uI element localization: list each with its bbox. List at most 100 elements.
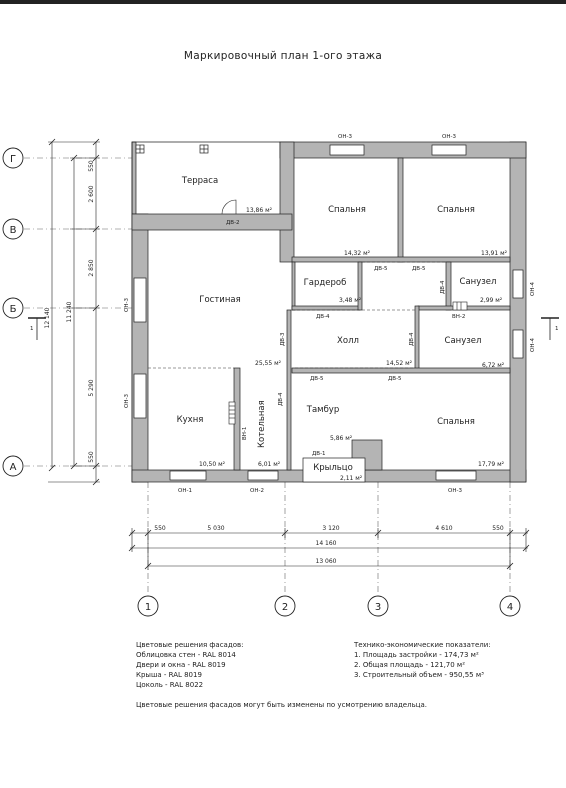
tag-on3-3: ОН-3: [124, 298, 130, 312]
tag-dv5-4: ДВ-5: [388, 376, 402, 382]
dim-bottom-seg-5: 550: [492, 525, 504, 532]
room-terrace-area: 13,86 м²: [246, 207, 273, 214]
tag-on3-1: ОН-3: [338, 134, 352, 140]
dim-left-seg-4: 5 290: [88, 379, 95, 396]
room-bedroom-ne-name: Спальня: [437, 205, 475, 215]
room-bath2-name: Санузел: [445, 336, 482, 346]
tag-dv5-2: ДВ-5: [412, 266, 426, 272]
dim-left-seg-3: 2 850: [88, 259, 95, 276]
dim-bottom-seg-1: 550: [154, 525, 166, 532]
facade-title: Цветовые решения фасадов:: [136, 641, 244, 649]
bath-vent: [452, 301, 468, 311]
tag-dv4-4: ДВ-4: [278, 392, 284, 406]
tech-indicators: Технико-экономические показатели: 1. Пло…: [354, 640, 554, 680]
axis-col-2: 2: [274, 595, 296, 617]
axis-row-b: Б: [2, 297, 24, 319]
boiler-radiator: [228, 401, 236, 425]
room-hall-name: Холл: [337, 336, 359, 346]
tag-on4-2: ОН-4: [530, 338, 536, 352]
room-bedroom-nw-area: 14,32 м²: [344, 250, 371, 257]
porch-slab: [302, 457, 366, 483]
section-mark-left-label: 1: [30, 326, 34, 332]
tag-dv4-2: ДВ-4: [440, 280, 446, 294]
dim-bottom-total-outer: 14 160: [316, 540, 337, 547]
room-bedroom-se-name: Спальня: [437, 417, 475, 427]
axis-row-a: А: [2, 455, 24, 477]
tag-dv5-3: ДВ-5: [310, 376, 324, 382]
facade-note: Цветовые решения фасадов могут быть изме…: [136, 701, 427, 709]
section-mark-right-label: 1: [555, 326, 559, 332]
tag-dv4-3: ДВ-4: [409, 332, 415, 346]
svg-text:3: 3: [375, 602, 381, 613]
axis-col-1: 1: [137, 595, 159, 617]
svg-text:Б: Б: [10, 304, 17, 315]
facade-item: Двери и окна - RAL 8019: [136, 661, 226, 669]
facade-item: Цоколь - RAL 8022: [136, 681, 204, 689]
windows: [133, 144, 524, 481]
tep-item: 2. Общая площадь - 121,70 м²: [354, 661, 466, 669]
section-mark-right: [541, 317, 559, 340]
room-vestibule-name: Тамбур: [306, 405, 339, 415]
tag-dv4-1: ДВ-4: [316, 314, 330, 320]
dim-bottom-total-inner: 13 060: [316, 558, 337, 565]
svg-text:2: 2: [282, 602, 288, 613]
axis-row-v: В: [2, 218, 24, 240]
tag-dv1: ДВ-1: [312, 451, 326, 457]
top-border: [0, 0, 566, 4]
tep-item: 1. Площадь застройки - 174,73 м²: [354, 651, 479, 659]
section-mark-left: [28, 317, 46, 340]
facade-colors: Цветовые решения фасадов: Облицовка стен…: [136, 640, 356, 690]
dim-bottom-seg-4: 4 610: [435, 525, 452, 532]
dim-left-outer: 12 140: [44, 307, 51, 328]
axis-col-3: 3: [367, 595, 389, 617]
room-bedroom-se-area: 17,79 м²: [478, 461, 505, 468]
facade-item: Облицовка стен - RAL 8014: [136, 651, 236, 659]
room-hall-area: 14,52 м²: [386, 360, 413, 367]
room-porch-area: 2,11 м²: [340, 475, 363, 482]
tag-on1: ОН-1: [178, 488, 192, 494]
room-bath1-name: Санузел: [460, 277, 497, 287]
tag-vn2: ВН-2: [452, 314, 465, 320]
room-bedroom-nw-name: Спальня: [328, 205, 366, 215]
tag-on4-1: ОН-4: [530, 282, 536, 296]
room-kitchen-name: Кухня: [177, 415, 204, 425]
svg-text:4: 4: [507, 602, 513, 613]
room-terrace-name: Терраса: [181, 176, 218, 186]
plan-title: Маркировочный план 1-ого этажа: [183, 50, 383, 62]
room-vestibule-area: 5,86 м²: [330, 435, 353, 442]
tep-title: Технико-экономические показатели:: [354, 641, 491, 649]
room-living-name: Гостиная: [199, 295, 240, 305]
room-kitchen-area: 10,50 м²: [199, 461, 226, 468]
tag-on3-5: ОН-3: [448, 488, 462, 494]
room-wardrobe-area: 3,48 м²: [339, 297, 362, 304]
tag-vn1: ВН-1: [242, 427, 248, 440]
axis-col-4: 4: [499, 595, 521, 617]
tag-on3-4: ОН-3: [124, 394, 130, 408]
svg-text:В: В: [10, 225, 17, 236]
room-boiler-name: Котельная: [257, 400, 267, 448]
dim-left-seg-1: 550: [88, 160, 95, 172]
room-boiler-area: 6,01 м²: [258, 461, 281, 468]
room-porch-name: Крыльцо: [313, 463, 353, 473]
room-wardrobe-name: Гардероб: [304, 278, 347, 288]
dim-bottom-seg-2: 5 030: [207, 525, 224, 532]
terrace-post-2: [199, 144, 209, 154]
tag-on3-2: ОН-3: [442, 134, 456, 140]
svg-text:1: 1: [145, 602, 151, 613]
terrace-post-1: [135, 144, 145, 154]
tag-dv2: ДВ-2: [226, 220, 240, 226]
tag-dv5-1: ДВ-5: [374, 266, 388, 272]
dim-left-seg-5: 550: [88, 451, 95, 463]
room-living-area: 25,55 м²: [255, 360, 282, 367]
tag-dv3: ДВ-3: [280, 332, 286, 346]
tep-item: 3. Строительный объем - 950,55 м³: [354, 671, 484, 679]
room-bedroom-ne-area: 13,91 м²: [481, 250, 508, 257]
facade-item: Крыша - RAL 8019: [136, 671, 202, 679]
dim-left-seg-2: 2 600: [88, 185, 95, 202]
room-bath2-area: 6,72 м²: [482, 362, 505, 369]
room-bath1-area: 2,99 м²: [480, 297, 503, 304]
dim-bottom-seg-3: 3 120: [322, 525, 339, 532]
dim-left-mid: 11 240: [66, 301, 73, 322]
walls: [131, 141, 527, 483]
